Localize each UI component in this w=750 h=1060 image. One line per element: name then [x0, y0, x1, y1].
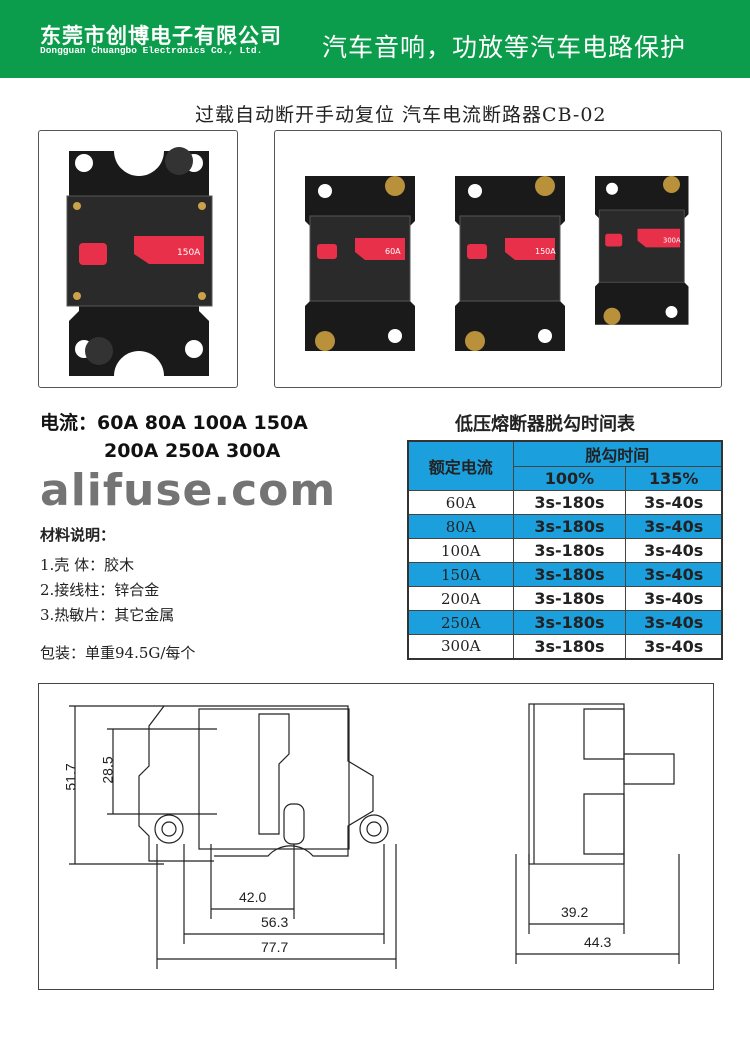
company-name-cn: 东莞市创博电子有限公司: [40, 24, 282, 48]
trip-100-cell: 3s-180s: [512, 514, 627, 539]
rated-current-cell: 300A: [407, 634, 514, 659]
col-trip-time: 脱勾时间: [512, 440, 723, 467]
circuit-breaker-image: 150A: [66, 147, 213, 376]
watermark: alifuse.com: [40, 465, 337, 516]
header-banner: 东莞市创博电子有限公司 Dongguan Chuangbo Electronic…: [0, 0, 750, 78]
breaker-variant: 300A: [595, 176, 689, 325]
trip-135-cell: 3s-40s: [625, 610, 723, 635]
product-title: 过载自动断开手动复位 汽车电流断路器CB-02: [195, 104, 607, 126]
rating-label: 150A: [535, 247, 556, 256]
material-item: 3.热敏片：其它金属: [40, 606, 175, 624]
dim-side-44: 44.3: [584, 934, 612, 950]
table-title: 低压熔断器脱勾时间表: [455, 414, 635, 435]
trip-135-cell: 3s-40s: [625, 514, 723, 539]
trip-100-cell: 3s-180s: [512, 538, 627, 563]
product-variants-photo: 60A 150A 300A: [274, 130, 722, 388]
dim-width-42: 42.0: [239, 889, 267, 905]
trip-135-cell: 3s-40s: [625, 538, 723, 563]
current-label: 电流：: [40, 412, 98, 434]
rated-current-cell: 60A: [407, 490, 514, 515]
breaker-variant: 60A: [305, 176, 415, 351]
material-item: 2.接线柱：锌合金: [40, 581, 160, 599]
breaker-variant: 150A: [455, 176, 565, 351]
company-name-en: Dongguan Chuangbo Electronics Co., Ltd.: [40, 45, 263, 56]
dim-width-77: 77.7: [261, 939, 289, 955]
dim-width-56: 56.3: [261, 914, 289, 930]
trip-135-cell: 3s-40s: [625, 634, 723, 659]
trip-100-cell: 3s-180s: [512, 562, 627, 587]
slogan: 汽车音响，功放等汽车电路保护: [322, 33, 687, 62]
rated-current-cell: 250A: [407, 610, 514, 635]
dim-side-39: 39.2: [561, 904, 589, 920]
current-ratings-line1: 电流：60A 80A 100A 150A: [40, 408, 308, 435]
rated-current-cell: 80A: [407, 514, 514, 539]
rated-current-cell: 100A: [407, 538, 514, 563]
col-135: 135%: [625, 466, 723, 491]
trip-100-cell: 3s-180s: [512, 586, 627, 611]
trip-100-cell: 3s-180s: [512, 490, 627, 515]
package-info: 包装：单重94.5G/每个: [40, 644, 196, 662]
rated-current-cell: 150A: [407, 562, 514, 587]
current-values: 60A 80A 100A 150A: [97, 412, 308, 434]
rating-label: 300A: [663, 236, 681, 244]
circuit-breaker-variants-image: 60A 150A 300A: [305, 176, 689, 351]
technical-drawing: [69, 703, 680, 969]
trip-135-cell: 3s-40s: [625, 490, 723, 515]
trip-100-cell: 3s-180s: [512, 610, 627, 635]
col-rated-current: 额定电流: [407, 440, 514, 491]
rated-current-cell: 200A: [407, 586, 514, 611]
rating-label: 60A: [385, 247, 401, 256]
material-item: 1.壳 体：胶木: [40, 556, 135, 574]
dimension-drawing: 51.7 28.5 42.0 56.3 77.7 39.2 44.3: [38, 683, 714, 990]
dim-height-inner: 28.5: [99, 756, 116, 784]
trip-135-cell: 3s-40s: [625, 586, 723, 611]
col-100: 100%: [512, 466, 627, 491]
main-product-photo: 150A: [38, 130, 238, 388]
trip-100-cell: 3s-180s: [512, 634, 627, 659]
materials-title: 材料说明：: [40, 526, 116, 544]
rating-label: 150A: [177, 248, 201, 258]
dim-height-total: 51.7: [62, 763, 79, 791]
current-ratings-line2: 200A 250A 300A: [104, 440, 281, 462]
trip-135-cell: 3s-40s: [625, 562, 723, 587]
